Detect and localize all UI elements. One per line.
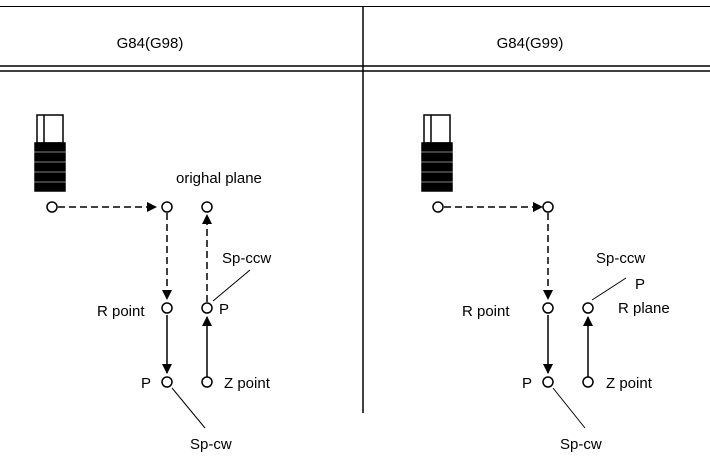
z-point-return-marker bbox=[582, 376, 594, 388]
r-point-marker bbox=[161, 302, 173, 314]
header-left: G84(G98) bbox=[117, 35, 184, 52]
sp-cw-label: Sp-cw bbox=[190, 436, 232, 453]
r-point-marker bbox=[542, 302, 554, 314]
sp-cw-label: Sp-cw bbox=[560, 436, 602, 453]
p-lower-label: P bbox=[141, 375, 151, 392]
r-plane-label: R plane bbox=[618, 300, 670, 317]
sp-ccw-label: Sp-ccw bbox=[596, 250, 645, 267]
p-lower-label: P bbox=[522, 375, 532, 392]
tap-tool-icon bbox=[34, 114, 66, 192]
r-point-label: R point bbox=[97, 303, 145, 320]
r-point-return-marker bbox=[201, 302, 213, 314]
z-point-return-marker bbox=[201, 376, 213, 388]
return-point-marker bbox=[201, 201, 213, 213]
p-upper-label: P bbox=[635, 276, 645, 293]
z-point-label: Z point bbox=[606, 375, 653, 392]
r-point-label: R point bbox=[462, 303, 510, 320]
sp-ccw-leader bbox=[212, 269, 251, 302]
start-point-marker bbox=[432, 201, 444, 213]
p-upper-label: P bbox=[219, 301, 229, 318]
tap-tool-icon bbox=[421, 114, 453, 192]
initial-point-marker bbox=[542, 201, 554, 213]
header-right: G84(G99) bbox=[497, 35, 564, 52]
z-point-marker bbox=[542, 376, 554, 388]
initial-point-marker bbox=[161, 201, 173, 213]
panel-g98: orighal plane Sp-ccw P R point P Z point… bbox=[34, 114, 271, 453]
original-plane-label: orighal plane bbox=[176, 170, 262, 187]
z-point-label: Z point bbox=[224, 375, 271, 392]
sp-ccw-label: Sp-ccw bbox=[222, 250, 271, 267]
start-point-marker bbox=[46, 201, 58, 213]
r-point-return-marker bbox=[582, 302, 594, 314]
z-point-marker bbox=[161, 376, 173, 388]
sp-ccw-leader bbox=[591, 277, 627, 301]
sp-cw-leader bbox=[171, 387, 206, 429]
sp-cw-leader bbox=[552, 387, 586, 429]
panel-g99: Sp-ccw P R plane R point P Z point Sp-cw bbox=[421, 114, 670, 453]
